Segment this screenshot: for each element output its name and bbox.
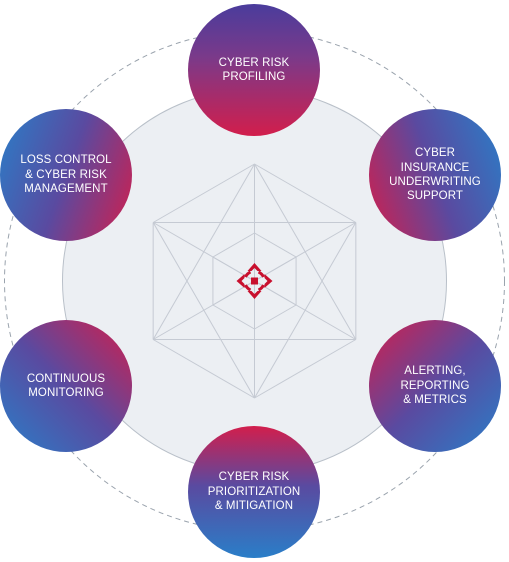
mesh-spoke [152,222,297,306]
hexagon-mesh [152,163,357,399]
mesh-inner-edge [254,232,297,258]
logo-ring [244,270,265,292]
node-loss-control-cyber-risk-management: LOSS CONTROL & CYBER RISK MANAGEMENT [0,109,132,241]
node-label: ALERTING, REPORTING & METRICS [400,365,470,407]
node-label: CONTINUOUS MONITORING [26,372,106,399]
logo-petal-bottom [247,291,262,299]
node-label: CYBER RISK PROFILING [218,56,290,83]
logo-petal-top [247,263,262,271]
node-cyber-insurance-underwriting-support: CYBER INSURANCE UNDERWRITING SUPPORT [369,109,501,241]
node-cyber-risk-profiling: CYBER RISK PROFILING [188,4,320,136]
mesh-outer-edge [254,163,357,223]
mesh-inner-edge [254,304,297,330]
node-label: CYBER RISK PRIORITIZATION & MITIGATION [207,471,301,513]
logo-core [251,277,258,285]
node-cyber-risk-prioritization-mitigation: CYBER RISK PRIORITIZATION & MITIGATION [188,426,320,558]
company-logo [236,263,273,299]
mesh-outer-edge [152,163,255,223]
logo-petal-left [236,274,245,288]
mesh-outer-edge [152,339,255,399]
node-label: LOSS CONTROL & CYBER RISK MANAGEMENT [20,154,112,196]
mesh-outer-edge [254,339,357,399]
node-label: CYBER INSURANCE UNDERWRITING SUPPORT [389,147,481,203]
mesh-inner-edge [212,304,255,330]
mesh-inner-edge [212,232,255,258]
logo-petal-right [264,274,273,288]
outer-dashed-ring [4,30,505,532]
node-alerting-reporting-metrics: ALERTING, REPORTING & METRICS [369,320,501,452]
mesh-spoke [152,256,297,340]
node-continuous-monitoring: CONTINUOUS MONITORING [0,320,132,452]
